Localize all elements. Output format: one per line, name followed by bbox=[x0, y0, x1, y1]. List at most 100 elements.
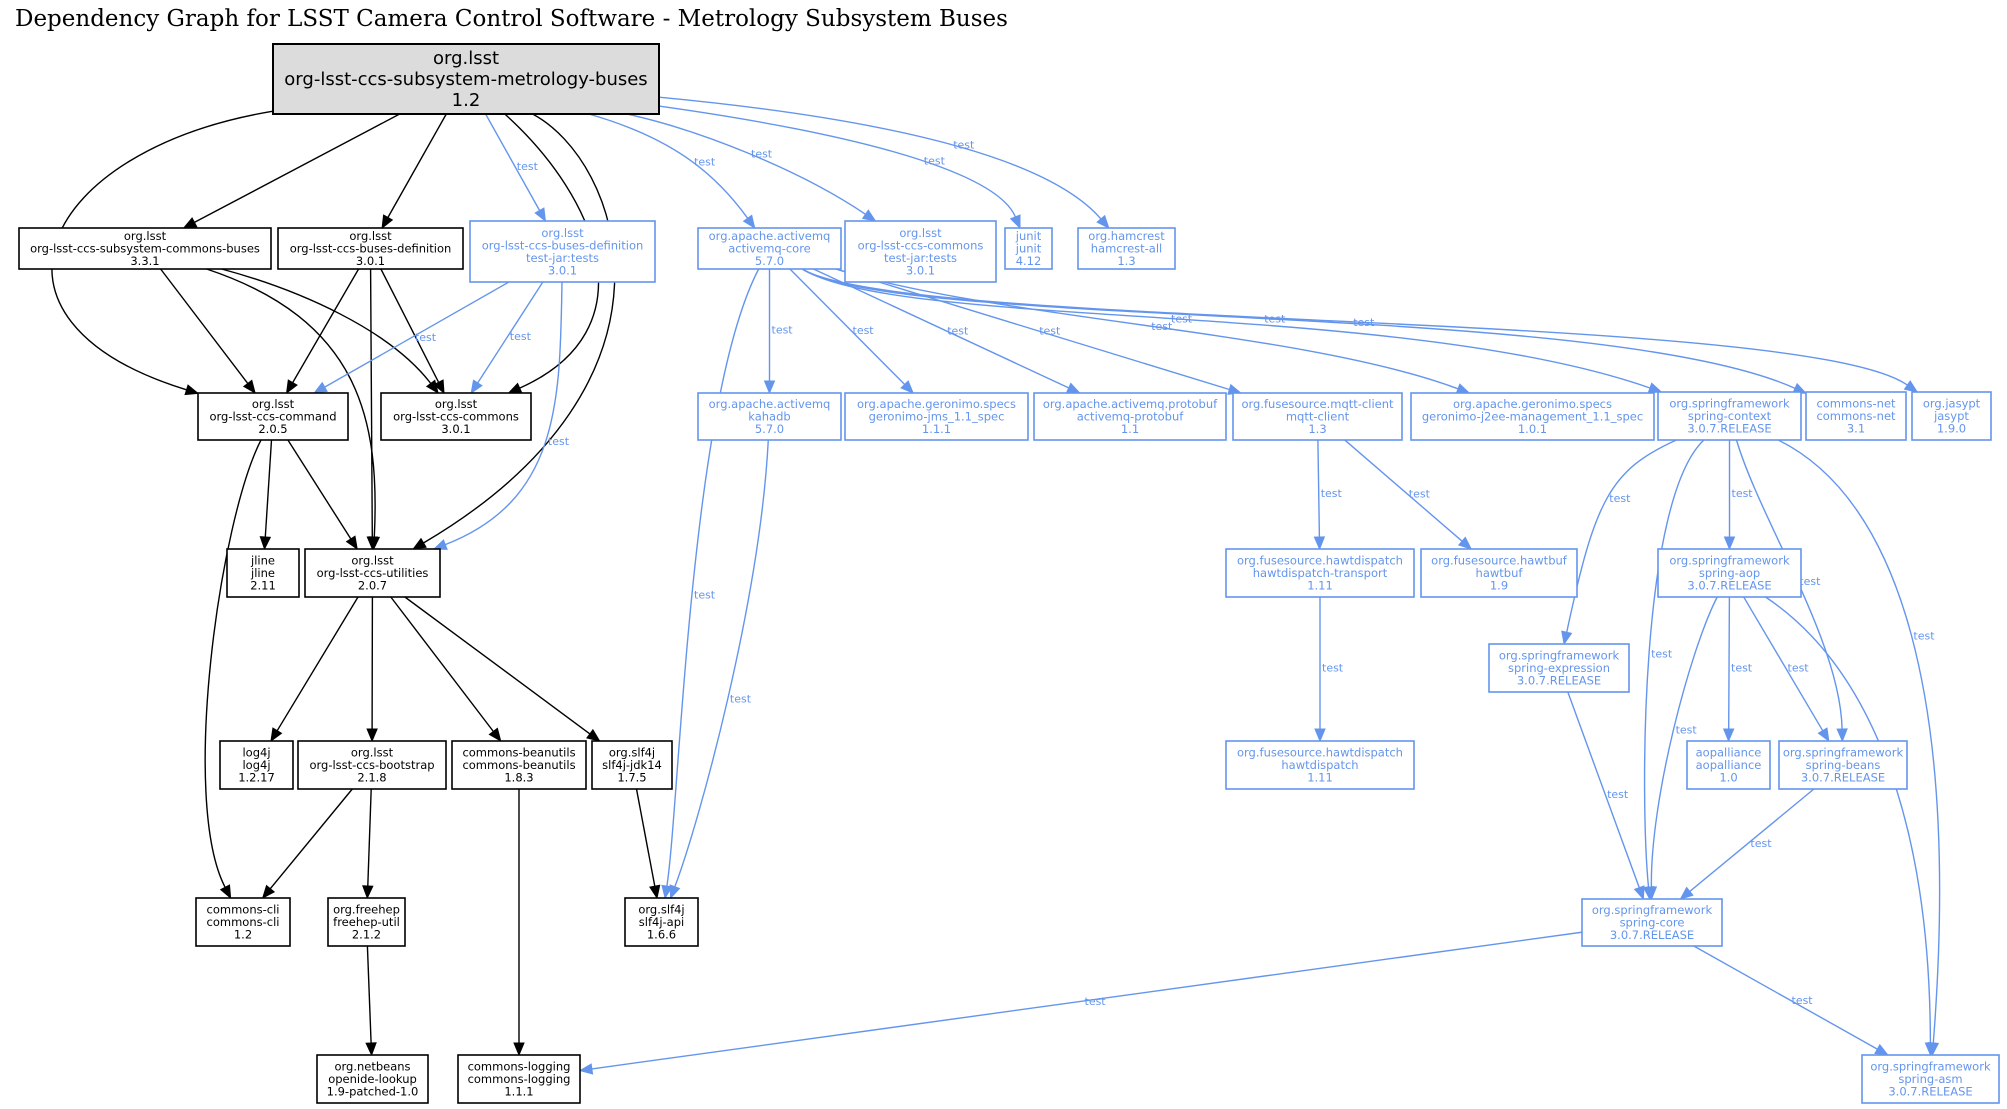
node-box[interactable] bbox=[1657, 391, 1802, 441]
node-box[interactable] bbox=[1232, 392, 1403, 441]
node-box[interactable] bbox=[457, 1054, 581, 1104]
arrowhead-icon bbox=[270, 727, 283, 743]
node-box[interactable] bbox=[844, 392, 1029, 441]
node-box[interactable] bbox=[1225, 548, 1415, 598]
node-box[interactable] bbox=[277, 227, 464, 270]
edge-activemq-core-to-spring-context: test bbox=[801, 268, 1663, 394]
node-version: 5.7.0 bbox=[755, 422, 784, 436]
node-box[interactable] bbox=[697, 392, 842, 441]
node-hawtdispatch[interactable]: org.fusesource.hawtdispatchhawtdispatch1… bbox=[1225, 740, 1415, 790]
edge-label: test bbox=[1353, 316, 1375, 329]
node-spring-aop[interactable]: org.springframeworkspring-aop3.0.7.RELEA… bbox=[1657, 548, 1802, 598]
node-box[interactable] bbox=[297, 740, 447, 790]
node-geronimo-jms[interactable]: org.apache.geronimo.specsgeronimo-jms_1.… bbox=[844, 392, 1029, 441]
node-box[interactable] bbox=[1004, 227, 1053, 270]
edge-label: test bbox=[751, 148, 773, 161]
node-box[interactable] bbox=[1410, 392, 1655, 441]
node-box[interactable] bbox=[195, 897, 291, 947]
node-box[interactable] bbox=[1861, 1054, 2000, 1104]
edge-root-to-activemq-core: test bbox=[588, 113, 756, 230]
node-box[interactable] bbox=[18, 227, 272, 270]
node-box[interactable] bbox=[697, 227, 842, 270]
node-buses-definition[interactable]: org.lsstorg-lsst-ccs-buses-definition3.0… bbox=[277, 227, 464, 270]
diagram-title: Dependency Graph for LSST Camera Control… bbox=[15, 6, 1008, 32]
node-box[interactable] bbox=[1778, 740, 1908, 790]
node-version: 3.0.7.RELEASE bbox=[1888, 1085, 1972, 1099]
node-box[interactable] bbox=[1420, 548, 1578, 598]
node-spring-core[interactable]: org.springframeworkspring-core3.0.7.RELE… bbox=[1581, 898, 1723, 947]
node-group-id: org.lsst bbox=[351, 554, 394, 568]
node-box[interactable] bbox=[1033, 392, 1227, 441]
node-box[interactable] bbox=[316, 1054, 429, 1104]
node-box[interactable] bbox=[469, 220, 656, 283]
node-spring-expression[interactable]: org.springframeworkspring-expression3.0.… bbox=[1488, 643, 1630, 693]
node-spring-asm[interactable]: org.springframeworkspring-asm3.0.7.RELEA… bbox=[1861, 1054, 2000, 1104]
edge-line bbox=[477, 281, 544, 384]
edge-commons-buses-to-command bbox=[160, 268, 256, 395]
node-box[interactable] bbox=[1657, 548, 1802, 598]
node-hawtdispatch-transport[interactable]: org.fusesource.hawtdispatchhawtdispatch-… bbox=[1225, 548, 1415, 598]
node-box[interactable] bbox=[380, 392, 532, 441]
edge-kahadb-to-slf4j-api: test bbox=[669, 439, 769, 900]
arrowhead-icon bbox=[649, 884, 661, 900]
node-artifact-id: aopalliance bbox=[1696, 758, 1762, 772]
node-box[interactable] bbox=[1225, 740, 1415, 790]
node-box[interactable] bbox=[1686, 740, 1771, 790]
node-box[interactable] bbox=[226, 548, 300, 598]
node-box[interactable] bbox=[1581, 898, 1723, 947]
node-box[interactable] bbox=[197, 392, 349, 441]
node-buses-definition-tests[interactable]: org.lsstorg-lsst-ccs-buses-definitiontes… bbox=[469, 220, 656, 283]
node-artifact-id: test-jar:tests bbox=[526, 251, 599, 265]
node-box[interactable] bbox=[844, 220, 997, 283]
node-box[interactable] bbox=[451, 740, 587, 790]
node-box[interactable] bbox=[304, 548, 441, 598]
node-spring-beans[interactable]: org.springframeworkspring-beans3.0.7.REL… bbox=[1778, 740, 1908, 790]
edge-bootstrap-to-freehep-util bbox=[362, 788, 374, 900]
node-box[interactable] bbox=[624, 897, 699, 947]
node-geronimo-j2ee[interactable]: org.apache.geronimo.specsgeronimo-j2ee-m… bbox=[1410, 392, 1655, 441]
node-box[interactable] bbox=[1911, 391, 1992, 441]
node-box[interactable] bbox=[219, 740, 294, 790]
node-box[interactable] bbox=[272, 43, 660, 115]
node-artifact-id: spring-context bbox=[1688, 409, 1772, 423]
arrowhead-icon bbox=[470, 379, 483, 395]
edge-utilities-to-slf4j-jdk14 bbox=[404, 596, 601, 742]
arrowhead-icon bbox=[366, 536, 379, 551]
node-box[interactable] bbox=[1488, 643, 1630, 693]
node-commons-buses[interactable]: org.lsstorg-lsst-ccs-subsystem-commons-b… bbox=[18, 227, 272, 270]
node-spring-context[interactable]: org.springframeworkspring-context3.0.7.R… bbox=[1657, 391, 1802, 441]
node-box[interactable] bbox=[1077, 227, 1176, 270]
edge-line bbox=[1317, 439, 1321, 538]
node-box[interactable] bbox=[327, 897, 406, 947]
node-box[interactable] bbox=[591, 740, 673, 790]
node-ccs-commons-tests[interactable]: org.lsstorg-lsst-ccs-commonstest-jar:tes… bbox=[844, 220, 997, 283]
node-openide-lookup[interactable]: org.netbeansopenide-lookup1.9-patched-1.… bbox=[316, 1054, 429, 1104]
node-version: 1.8.3 bbox=[504, 771, 533, 785]
node-root[interactable]: org.lsstorg-lsst-ccs-subsystem-metrology… bbox=[272, 43, 660, 115]
node-box[interactable] bbox=[1805, 391, 1907, 441]
node-artifact-id: mqtt-client bbox=[1286, 410, 1350, 424]
node-version: 2.0.7 bbox=[358, 579, 387, 593]
node-activemq-protobuf[interactable]: org.apache.activemq.protobufactivemq-pro… bbox=[1033, 392, 1227, 441]
